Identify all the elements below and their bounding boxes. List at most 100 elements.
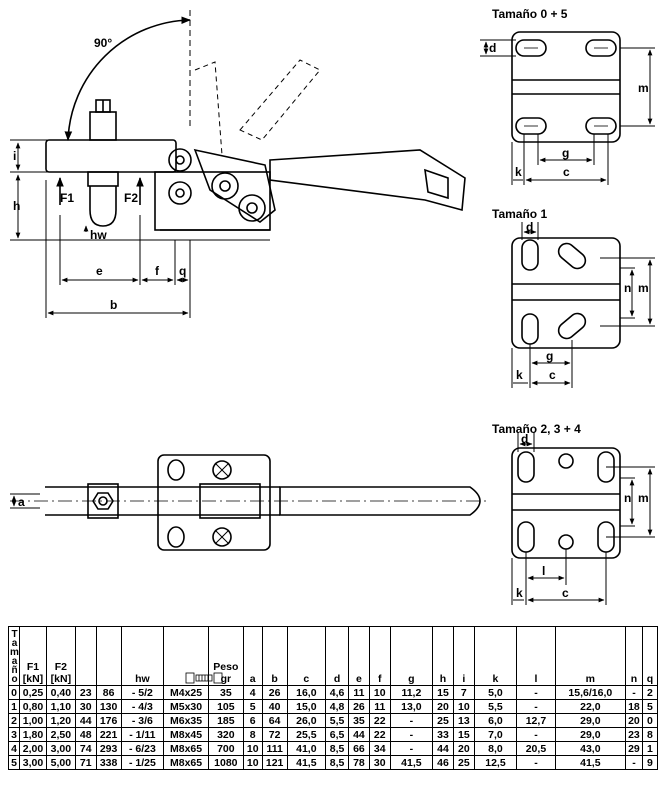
table-cell: 30 — [368, 755, 391, 770]
table-cell: 0,25 — [19, 685, 47, 700]
table-cell: - — [516, 699, 556, 714]
table-cell: 4 — [8, 741, 20, 756]
table-cell: 1,80 — [19, 727, 47, 742]
table-cell: 64 — [261, 713, 288, 728]
f2-label: F2 — [124, 191, 139, 205]
dim-d-label: d — [489, 41, 497, 55]
size-2-3-4-view — [511, 432, 655, 605]
table-cell: 2,50 — [45, 727, 76, 742]
table-cell: 8 — [242, 727, 263, 742]
table-cell: 20 — [452, 741, 475, 756]
column-header: f — [368, 626, 391, 686]
column-header: Peso gr — [207, 626, 244, 686]
column-header: c — [286, 626, 327, 686]
table-cell: M8x65 — [163, 755, 209, 770]
table-cell: 74 — [74, 741, 97, 756]
table-cell: 1,10 — [45, 699, 76, 714]
table-cell: 35 — [347, 713, 370, 728]
table-cell: 121 — [261, 755, 288, 770]
table-cell: M8x65 — [163, 741, 209, 756]
table-cell: - — [516, 685, 556, 700]
dim-n-label: n — [624, 281, 632, 295]
table-cell: 10 — [242, 755, 263, 770]
ghost-link — [194, 61, 223, 156]
table-header-row: Tamaño F1 [kN] F2 [kN] hw Peso gr a b c … — [8, 626, 658, 686]
table-cell: 10 — [452, 699, 475, 714]
table-cell: 4,8 — [325, 699, 349, 714]
table-cell: 35 — [207, 685, 244, 700]
table-cell: - — [389, 741, 434, 756]
table-cell: - 5/2 — [120, 685, 165, 700]
table-cell: 22 — [368, 727, 391, 742]
table-cell: 0 — [8, 685, 20, 700]
column-header: F2 [kN] — [45, 626, 76, 686]
table-cell: 111 — [261, 741, 288, 756]
angle-label: 90° — [94, 36, 113, 50]
table-cell: 8,5 — [325, 755, 349, 770]
table-cell: 1080 — [207, 755, 244, 770]
table-cell: 105 — [207, 699, 244, 714]
dim-i-label: i — [13, 149, 17, 163]
table-cell: 72 — [261, 727, 288, 742]
dim-c-label: c — [562, 586, 569, 600]
table-cell: - — [389, 727, 434, 742]
table-cell: 700 — [207, 741, 244, 756]
table-cell: 15 — [452, 727, 475, 742]
column-header — [95, 626, 122, 686]
column-header — [74, 626, 97, 686]
column-header: g — [389, 626, 434, 686]
table-cell: 41,5 — [389, 755, 434, 770]
table-cell: - 1/11 — [120, 727, 165, 742]
table-cell: 12,5 — [473, 755, 518, 770]
column-header: b — [261, 626, 288, 686]
table-cell: 25 — [432, 713, 454, 728]
table-cell: 2,00 — [19, 741, 47, 756]
table-cell: 5 — [641, 699, 658, 714]
ghost-handle — [239, 59, 321, 141]
table-cell: - 3/6 — [120, 713, 165, 728]
table-cell: 0 — [641, 713, 658, 728]
table-cell: 66 — [347, 741, 370, 756]
table-cell: 338 — [95, 755, 122, 770]
table-cell: 4,6 — [325, 685, 349, 700]
table-cell: - 1/25 — [120, 755, 165, 770]
table-cell: 0,80 — [19, 699, 47, 714]
table-cell: 25,5 — [286, 727, 327, 742]
dim-l-label: l — [542, 564, 546, 578]
table-cell: 71 — [74, 755, 97, 770]
column-header: q — [641, 626, 658, 686]
dim-c-label: c — [549, 368, 556, 382]
table-cell: 5 — [242, 699, 263, 714]
dim-h-label: h — [13, 199, 21, 213]
table-cell: 23 — [624, 727, 643, 742]
dim-k-label: k — [515, 165, 522, 179]
dim-g-label: g — [546, 349, 554, 363]
clamp-arm — [45, 139, 177, 173]
table-cell: 15,0 — [286, 699, 327, 714]
table-cell: 7,0 — [473, 727, 518, 742]
table-cell: - — [624, 685, 643, 700]
table-cell: 26,0 — [286, 713, 327, 728]
table-cell: 185 — [207, 713, 244, 728]
dim-k-label: k — [516, 586, 523, 600]
column-header: k — [473, 626, 518, 686]
table-cell: 1,00 — [19, 713, 47, 728]
table-cell: 26 — [261, 685, 288, 700]
linkage — [193, 148, 276, 223]
table-cell: 26 — [347, 699, 370, 714]
dim-f-label: f — [155, 264, 159, 278]
dim-d-label: d — [521, 432, 529, 446]
table-cell: 12,7 — [516, 713, 556, 728]
table-cell: 5 — [8, 755, 20, 770]
table-cell: 1,20 — [45, 713, 76, 728]
table-cell: 15,6/16,0 — [554, 685, 626, 700]
table-cell: 46 — [432, 755, 454, 770]
table-cell: 176 — [95, 713, 122, 728]
